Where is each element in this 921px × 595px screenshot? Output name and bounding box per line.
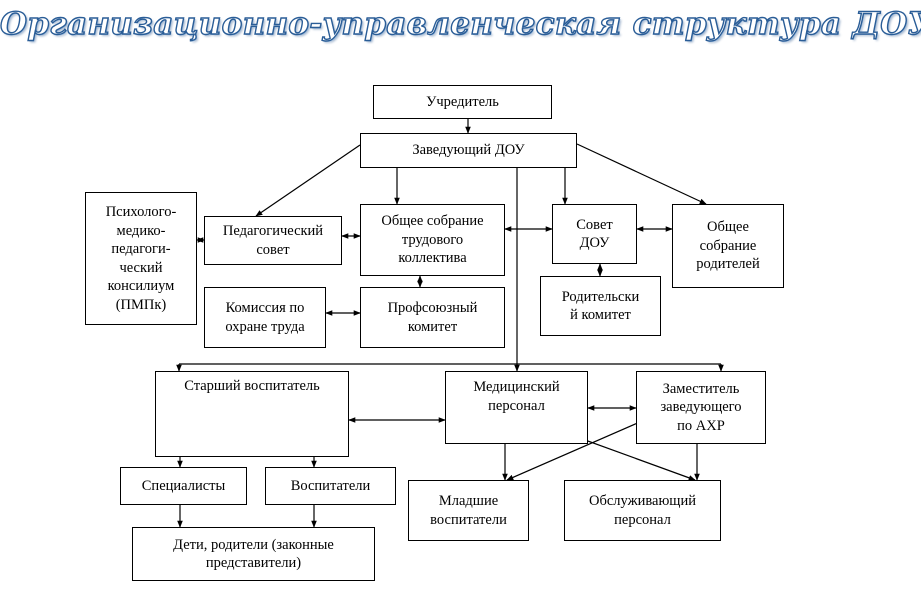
node-medical-staff: Медицинский персонал (445, 371, 588, 444)
node-service-staff: Обслуживающий персонал (564, 480, 721, 541)
node-junior-educators: Младшие воспитатели (408, 480, 529, 541)
connector-head-ped-council (255, 144, 361, 217)
node-educators: Воспитатели (265, 467, 396, 505)
node-dou-council: Совет ДОУ (552, 204, 637, 264)
node-founder: Учредитель (373, 85, 552, 119)
page-title: Организационно-управленческая структура … (0, 5, 921, 42)
node-senior-educator: Старший воспитатель (155, 371, 349, 457)
node-head: Заведующий ДОУ (360, 133, 577, 168)
node-specialists: Специалисты (120, 467, 247, 505)
node-parents-committee: Родительски й комитет (540, 276, 661, 336)
connector-head-parents-meeting (576, 143, 707, 205)
connector-deputy-junior (506, 417, 650, 481)
node-ped-council: Педагогический совет (204, 216, 342, 265)
node-general-meeting: Общее собрание трудового коллектива (360, 204, 505, 276)
node-parents-meeting: Общее собрание родителей (672, 204, 784, 288)
node-labor-commission: Комиссия по охране труда (204, 287, 326, 348)
node-trade-union: Профсоюзный комитет (360, 287, 505, 348)
node-children-parents: Дети, родители (законные представители) (132, 527, 375, 581)
node-pmpk: Психолого- медико- педагоги- ческий конс… (85, 192, 197, 325)
node-deputy-ahr: Заместитель заведующего по АХР (636, 371, 766, 444)
